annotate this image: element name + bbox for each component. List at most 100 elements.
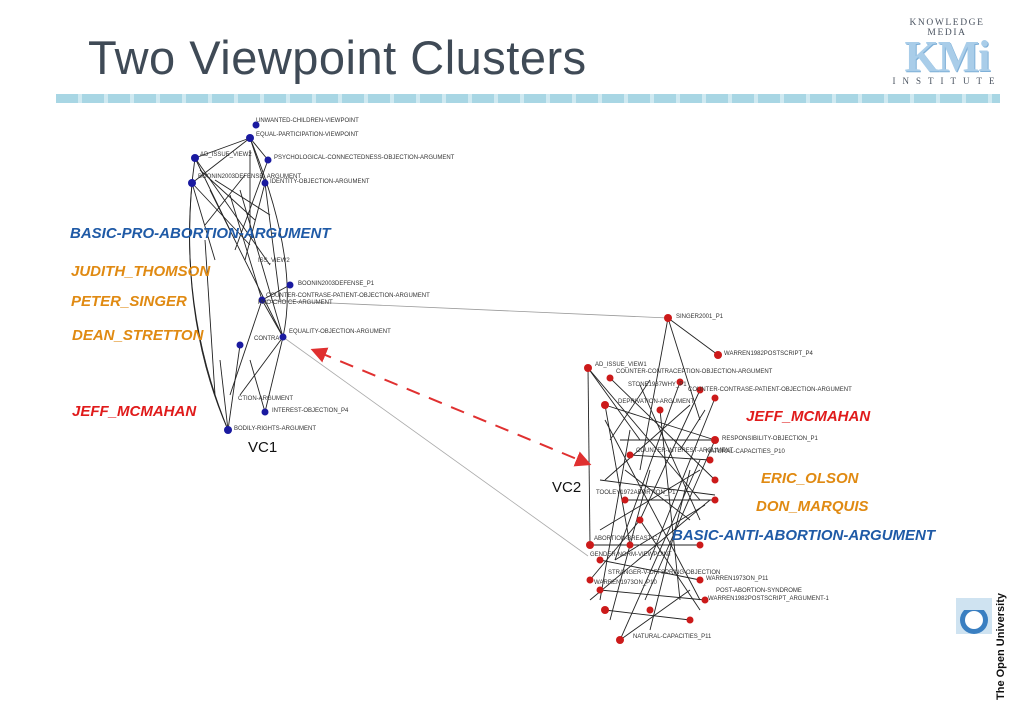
node-label: PRO-CHOICE-ARGUMENT (258, 300, 333, 306)
node-label: AD_ISSUE_VIEW2 (200, 152, 252, 158)
node-label: WARREN1973ON_P11 (706, 576, 769, 582)
node-label: GENDER-NORM-VIEWPOINT (590, 552, 672, 558)
node-label: INTEREST-OBJECTION_P4 (272, 408, 349, 414)
node-label: POST-ABORTION-SYNDROME (716, 588, 802, 594)
kmi-logo: KNOWLEDGE MEDIA KMi INSTITUTE (888, 18, 1006, 86)
node-label: COUNTER-INTEREST-ARGUMENT (636, 448, 734, 454)
don-marquis-label: DON_MARQUIS (756, 498, 869, 515)
node-label: TOOLEY1972ABORTION_P1 (596, 490, 676, 496)
vc2-nodes (584, 314, 722, 644)
vc1-edges (189, 137, 291, 431)
vc1-nodes (188, 121, 294, 434)
node-label: NATURAL-CAPACITIES_P11 (633, 634, 712, 640)
vc2-node (601, 401, 609, 409)
vc1-node (279, 333, 287, 341)
node-label: DEPRIVATION-ARGUMENT (618, 399, 694, 405)
vc2-node (626, 541, 634, 549)
vc2-node (711, 496, 719, 504)
jeff-mcmahan-left-label: JEFF_MCMAHAN (72, 403, 197, 420)
vc2-node (714, 351, 722, 359)
open-university-logo (956, 598, 992, 634)
vc2-node (696, 576, 704, 584)
vc2-node (626, 451, 634, 459)
jeff-mcmahan-right-label: JEFF_MCMAHAN (746, 408, 871, 425)
basic-pro-abortion-label: BASIC-PRO-ABORTION-ARGUMENT (70, 225, 331, 242)
vc2-node (686, 616, 694, 624)
node-label: UNWANTED-CHILDREN-VIEWPOINT (256, 118, 359, 124)
vc1-node (188, 179, 196, 187)
cluster-link-arrow (310, 347, 592, 467)
vc2-node (646, 606, 654, 614)
vc2-node (606, 374, 614, 382)
node-label: STRANGER-V-OFFSPRING-OBJECTION (608, 570, 720, 576)
vc2-node (664, 314, 672, 322)
vc2-node (706, 456, 714, 464)
vc2-node (696, 541, 704, 549)
basic-anti-abortion-label: BASIC-ANTI-ABORTION-ARGUMENT (672, 527, 936, 544)
node-label: BODILY-RIGHTS-ARGUMENT (234, 426, 316, 432)
vc2-node (676, 378, 684, 386)
node-label: EQUALITY-OBJECTION-ARGUMENT (289, 329, 391, 335)
node-label: AD_ISSUE_VIEW1 (595, 362, 647, 368)
vc1-node (261, 179, 269, 187)
kmi-logo-top-text: KNOWLEDGE MEDIA (909, 18, 985, 38)
vc1-node (261, 408, 269, 416)
cluster-connector (282, 336, 589, 557)
vc1-node (191, 154, 199, 162)
vc2-node (711, 394, 719, 402)
node-label: ISS_VIEW2 (258, 258, 290, 264)
vc1-node (224, 426, 232, 434)
vc2-node (616, 636, 624, 644)
vc2-node (656, 406, 664, 414)
node-label: WARREN1982POSTSCRIPT_P4 (724, 351, 813, 357)
vc2-node (621, 496, 629, 504)
cluster-connector (262, 299, 669, 319)
node-label: WARREN1982POSTSCRIPT_ARGUMENT-1 (708, 596, 829, 602)
judith-thomson-label: JUDITH_THOMSON (71, 263, 211, 280)
vc2-node (711, 436, 719, 444)
vc1-node (252, 121, 260, 129)
vc1-node (286, 281, 294, 289)
vc2-node (711, 476, 719, 484)
vc2-label: VC2 (552, 479, 582, 496)
node-label: SINGER2001_P1 (676, 314, 724, 320)
vc2-node (586, 541, 594, 549)
node-label: WARREN1973ON_P10 (594, 580, 657, 586)
vc2-node (701, 596, 709, 604)
node-label: IDENTITY-OBJECTION-ARGUMENT (270, 179, 370, 185)
open-university-text: The Open University (995, 593, 1007, 700)
vc1-node (246, 134, 254, 142)
dean-stretton-label: DEAN_STRETTON (72, 327, 204, 344)
vc2-node (596, 586, 604, 594)
vc2-node (586, 576, 594, 584)
vc2-node (596, 556, 604, 564)
vc2-node (636, 516, 644, 524)
node-label: EQUAL-PARTICIPATION-VIEWPOINT (256, 132, 359, 138)
vc1-label: VC1 (248, 439, 278, 456)
node-label: COUNTER-CONTRACEPTION-OBJECTION-ARGUMENT (616, 369, 773, 375)
node-label: BOONIN2003DEFENSE_P1 (298, 281, 375, 287)
vc1-node (258, 296, 266, 304)
node-label: RESPONSIBILITY-OBJECTION_P1 (722, 436, 818, 442)
node-label: ABORTION-BREAST-C (594, 536, 658, 542)
vc1-node (236, 341, 244, 349)
node-label: COUNTER-CONTRASE-PATIENT-OBJECTION-ARGUM… (266, 293, 430, 299)
kmi-logo-mark: KMi (904, 32, 991, 81)
node-label: CTION-ARGUMENT (238, 396, 293, 402)
node-label: COUNTER-CONTRASE-PATIENT-OBJECTION-ARGUM… (688, 387, 852, 393)
title-divider (56, 94, 1000, 103)
node-label: CONTRA (254, 336, 279, 342)
node-label: BOONIN2003DEFENSE_ARGUMENT (198, 174, 301, 180)
vc1-node (264, 156, 272, 164)
vc2-node (584, 364, 592, 372)
node-label: PSYCHOLOGICAL-CONNECTEDNESS-OBJECTION-AR… (274, 155, 455, 161)
vc2-node (601, 606, 609, 614)
kmi-logo-bottom-text: INSTITUTE (892, 76, 1002, 86)
node-label: NATURAL-CAPACITIES_P10 (706, 449, 785, 455)
node-label: STONE1987WHY_P1 (628, 382, 687, 388)
vc2-edges (587, 317, 719, 641)
eric-olson-label: ERIC_OLSON (761, 470, 859, 487)
peter-singer-label: PETER_SINGER (71, 293, 187, 310)
vc2-node (696, 386, 704, 394)
